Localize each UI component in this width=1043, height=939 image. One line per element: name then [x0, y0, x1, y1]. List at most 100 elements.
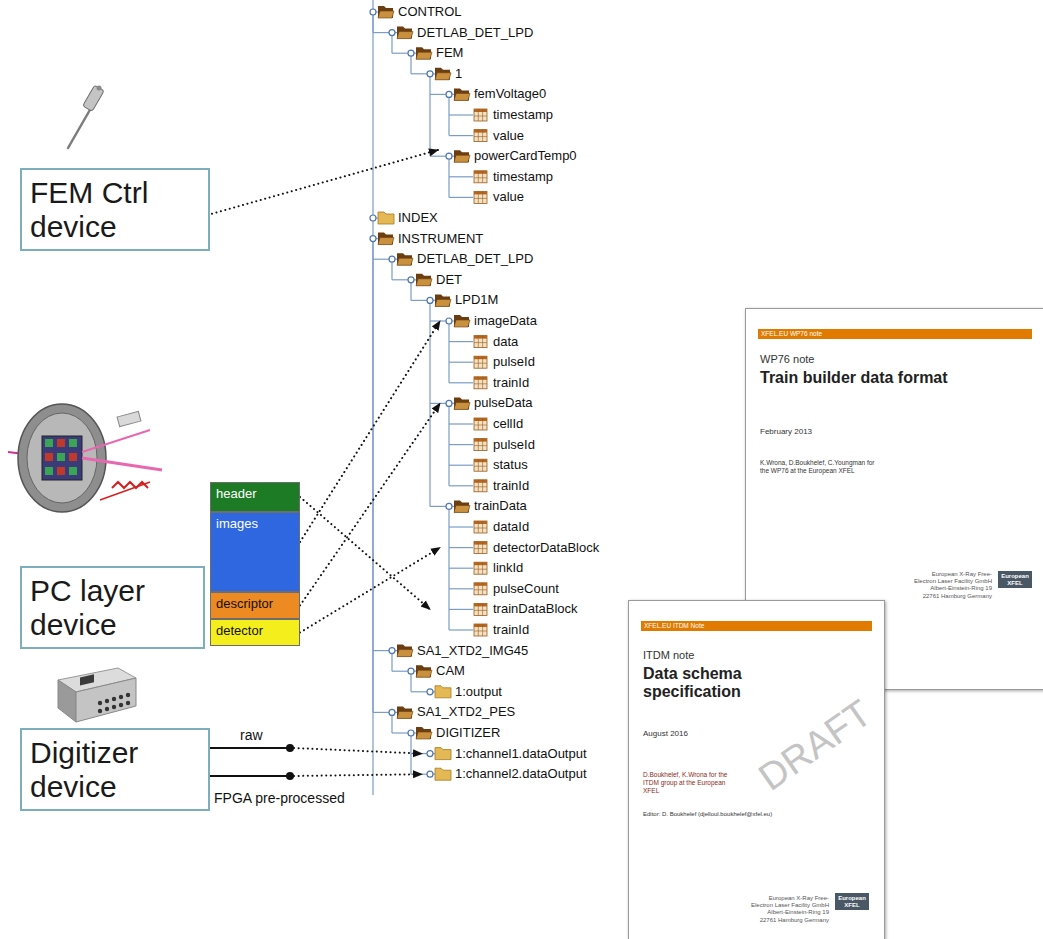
- dataset-icon: [474, 521, 487, 533]
- tree-branch: [391, 654, 392, 672]
- dataset-head: [474, 439, 487, 442]
- dataset-head: [474, 336, 487, 339]
- tree-stub: [373, 259, 389, 260]
- dataset-grid: [474, 425, 487, 426]
- tree-stub: [430, 156, 446, 157]
- dataset-grid: [474, 383, 487, 384]
- tree-stub: [373, 32, 389, 33]
- tree-item: SA1_XTD2_IMG45: [417, 643, 528, 659]
- tree-stub: [449, 197, 473, 198]
- tree-item: DIGITIZER: [436, 725, 500, 741]
- dataset-grid: [474, 363, 487, 364]
- dataset-icon: [474, 191, 487, 203]
- open-folder-icon: [397, 253, 413, 265]
- folder-front: [454, 93, 470, 100]
- tree-item: powerCardTemp0: [474, 148, 577, 164]
- dataset-body: [474, 624, 487, 636]
- tree-toggle: [427, 71, 433, 77]
- tree-stub: [449, 444, 473, 445]
- tree-stub: [449, 176, 473, 177]
- dataset-head: [474, 521, 487, 524]
- folder-front: [397, 258, 413, 265]
- document-text: Data schema specification: [643, 665, 793, 702]
- dataset-body: [474, 418, 487, 430]
- tree-stub: [449, 382, 473, 383]
- tree-stub: [430, 320, 446, 321]
- tree-toggle: [389, 30, 395, 36]
- dataset-grid: [482, 583, 483, 595]
- tree-branch: [410, 56, 411, 74]
- tree-item: value: [493, 189, 524, 205]
- document-text: August 2016: [643, 729, 688, 739]
- tree-toggle: [389, 648, 395, 654]
- folder-front: [416, 732, 432, 739]
- tree-stub: [449, 609, 473, 610]
- document-text: WP76 note: [760, 353, 814, 366]
- folder-back: [397, 27, 412, 39]
- tree-stub: [449, 465, 473, 466]
- folder-back: [397, 645, 412, 657]
- folder-front: [454, 402, 470, 409]
- folder-back: [397, 706, 412, 718]
- tree-stub: [430, 506, 446, 507]
- tree-stub: [449, 114, 473, 115]
- tree-item: LPD1M: [455, 292, 498, 308]
- dataset-grid: [474, 548, 487, 549]
- dataset-grid: [478, 191, 479, 203]
- leader-arrow: [212, 150, 438, 214]
- dataset-body: [474, 356, 487, 368]
- folder-back: [397, 253, 412, 265]
- dataset-grid: [482, 418, 483, 430]
- folder-front: [397, 711, 413, 718]
- dataset-body: [474, 583, 487, 595]
- leader-arrow: [300, 403, 440, 605]
- dataset-grid: [478, 439, 479, 451]
- open-folder-icon: [378, 233, 394, 245]
- tree-item: trainDataBlock: [493, 601, 578, 617]
- tree-stub: [449, 135, 473, 136]
- tree-trunk: [372, 0, 373, 795]
- tree-stub: [449, 362, 473, 363]
- device-label: Digitizer device: [30, 736, 200, 803]
- dataset-icon: [474, 356, 487, 368]
- dataset-grid: [482, 624, 483, 636]
- document-text: European X-Ray Free-Electron Laser Facil…: [912, 571, 992, 600]
- tree-item: CAM: [436, 663, 465, 679]
- signal-label: raw: [240, 727, 263, 744]
- dataset-body: [474, 521, 487, 533]
- dataset-grid: [474, 486, 487, 487]
- folder-body: [435, 768, 451, 780]
- dataset-grid: [482, 109, 483, 121]
- dataset-grid: [482, 439, 483, 451]
- tree-item: trainId: [493, 478, 529, 494]
- tree-toggle: [446, 153, 452, 159]
- tree-item: pulseId: [493, 354, 535, 370]
- tree-stub: [430, 94, 446, 95]
- dataset-grid: [478, 562, 479, 574]
- dataset-grid: [474, 589, 487, 590]
- dataset-head: [474, 624, 487, 627]
- signal-wire: [210, 747, 290, 749]
- wire-dot: [286, 744, 294, 752]
- tree-branch: [429, 303, 430, 506]
- tree-toggle: [389, 709, 395, 715]
- tree-stub: [449, 568, 473, 569]
- tree-stub: [449, 588, 473, 589]
- header-bar: XFEL.EU WP76 note: [758, 329, 1032, 339]
- folder-front: [435, 73, 451, 80]
- dataset-grid: [474, 198, 487, 199]
- tree-toggle: [370, 236, 376, 242]
- device-box: FEM Ctrl device: [20, 168, 210, 251]
- tree-toggle: [408, 668, 414, 674]
- leader-arrow: [300, 497, 430, 609]
- dataset-grid: [482, 130, 483, 142]
- device-label: FEM Ctrl device: [30, 176, 200, 243]
- folder-back: [416, 47, 431, 59]
- dataset-icon: [474, 439, 487, 451]
- dataset-grid: [478, 459, 479, 471]
- leader-arrow: [300, 321, 440, 542]
- closed-folder-icon: [435, 748, 451, 760]
- folder-back: [435, 68, 450, 80]
- dataset-grid: [478, 542, 479, 554]
- dataset-grid: [478, 130, 479, 142]
